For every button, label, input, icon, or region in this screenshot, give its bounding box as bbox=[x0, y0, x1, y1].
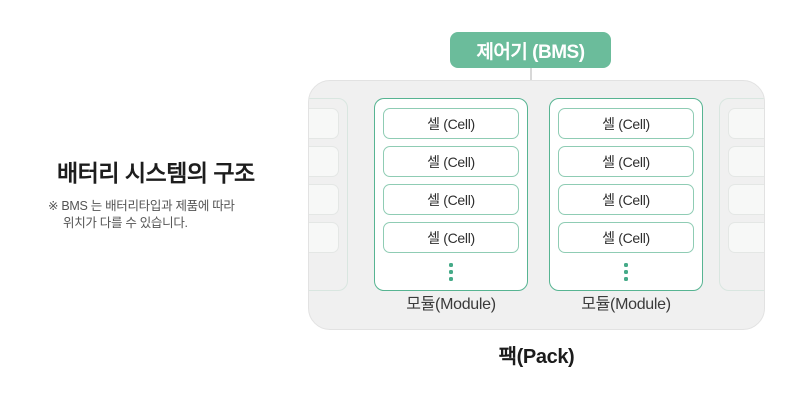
dot bbox=[449, 277, 453, 281]
cell: 셀 (Cell) bbox=[383, 184, 519, 215]
cell: 셀 (Cell) bbox=[558, 184, 694, 215]
ghost-cell bbox=[309, 222, 339, 253]
bms-note-line2: 위치가 다를 수 있습니다. bbox=[63, 216, 188, 230]
dot bbox=[624, 270, 628, 274]
pack-label: 팩(Pack) bbox=[498, 346, 575, 368]
dot bbox=[624, 277, 628, 281]
dot bbox=[449, 263, 453, 267]
module-2: 셀 (Cell) 셀 (Cell) 셀 (Cell) 셀 (Cell) bbox=[549, 98, 703, 291]
ghost-cell bbox=[309, 108, 339, 139]
intro-block: 배터리 시스템의 구조 ※ BMS 는 배터리타입과 제품에 따라 위치가 다를… bbox=[48, 160, 298, 232]
cell: 셀 (Cell) bbox=[383, 146, 519, 177]
bms-note: ※ BMS 는 배터리타입과 제품에 따라 위치가 다를 수 있습니다. bbox=[48, 198, 298, 232]
ghost-cell bbox=[728, 222, 764, 253]
ghost-cell bbox=[728, 184, 764, 215]
partial-module-right bbox=[719, 98, 764, 291]
ghost-cell bbox=[728, 108, 764, 139]
cell: 셀 (Cell) bbox=[558, 146, 694, 177]
bms-note-line1: ※ BMS 는 배터리타입과 제품에 따라 bbox=[48, 199, 235, 213]
ghost-cell bbox=[309, 146, 339, 177]
dot bbox=[449, 270, 453, 274]
battery-pack: 셀 (Cell) 셀 (Cell) 셀 (Cell) 셀 (Cell) 셀 (C… bbox=[308, 80, 765, 330]
cell: 셀 (Cell) bbox=[383, 222, 519, 253]
vertical-ellipsis-icon bbox=[383, 260, 519, 284]
module-label: 모듈(Module) bbox=[581, 296, 671, 313]
partial-module-left bbox=[309, 98, 348, 291]
dot bbox=[624, 263, 628, 267]
ghost-cell bbox=[728, 146, 764, 177]
module-label: 모듈(Module) bbox=[406, 296, 496, 313]
bms-controller-badge: 제어기 (BMS) bbox=[450, 32, 611, 68]
cell: 셀 (Cell) bbox=[558, 222, 694, 253]
vertical-ellipsis-icon bbox=[558, 260, 694, 284]
module-1: 셀 (Cell) 셀 (Cell) 셀 (Cell) 셀 (Cell) bbox=[374, 98, 528, 291]
ghost-cell bbox=[309, 184, 339, 215]
bms-connector-line bbox=[530, 68, 532, 81]
cell: 셀 (Cell) bbox=[383, 108, 519, 139]
cell: 셀 (Cell) bbox=[558, 108, 694, 139]
page-title: 배터리 시스템의 구조 bbox=[57, 160, 255, 186]
